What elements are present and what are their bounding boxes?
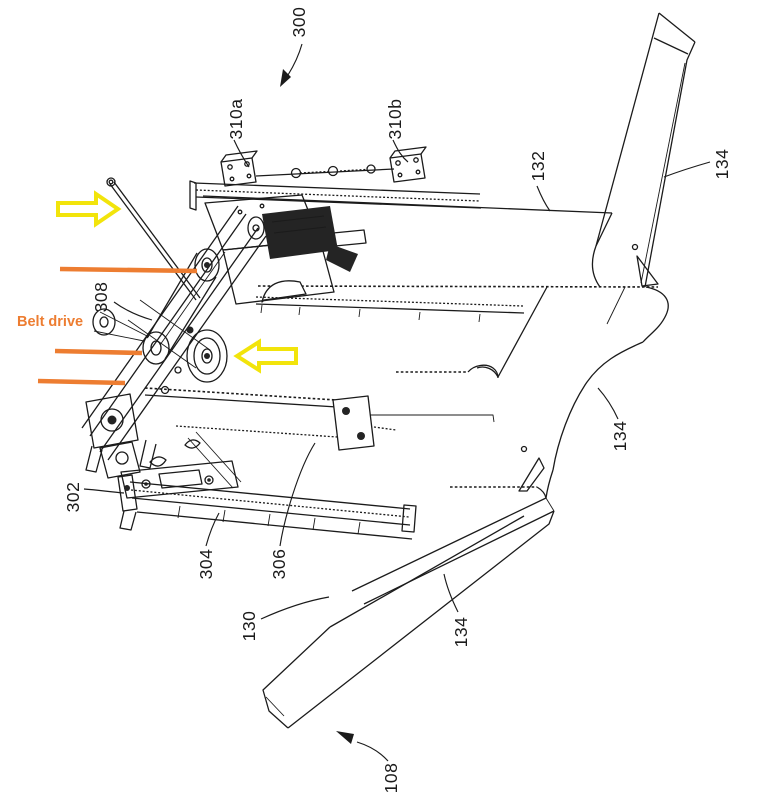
highlight-line-upper	[59, 266, 198, 274]
leader-132	[536, 185, 551, 212]
color-annotations: Belt drive	[17, 190, 298, 386]
leader-302	[83, 488, 125, 494]
leader-310a	[233, 139, 250, 168]
leader-lines	[83, 43, 711, 762]
ref-label-306: 306	[269, 549, 289, 580]
leader-310b	[392, 139, 409, 163]
ref-label-304: 304	[196, 549, 216, 580]
leader-134-top	[663, 161, 711, 178]
airframe-line-art	[202, 12, 696, 729]
ref-label-134-mid: 134	[610, 421, 630, 452]
leader-130	[260, 596, 330, 620]
ref-label-302: 302	[63, 482, 83, 513]
ref-label-310a: 310a	[226, 99, 246, 140]
belt-drive-label: Belt drive	[17, 314, 83, 330]
ref-label-308: 308	[91, 282, 111, 313]
arrowhead-300	[280, 69, 291, 87]
leader-134-mid	[597, 387, 619, 420]
reference-labels: 300 310a 310b 132 134 308 302 304 306 13…	[63, 7, 732, 794]
ref-label-310b: 310b	[385, 99, 405, 140]
yellow-left-arrow-icon	[233, 338, 298, 374]
ref-label-108: 108	[381, 763, 401, 794]
leader-306	[279, 442, 316, 547]
highlight-line-lower	[37, 378, 126, 386]
ref-label-300: 300	[289, 7, 309, 38]
ref-label-130: 130	[239, 611, 259, 642]
leader-134-bot	[443, 573, 459, 613]
leader-304	[205, 512, 220, 547]
leader-300	[287, 43, 303, 76]
arrowhead-108	[336, 731, 354, 744]
ref-label-134-bot: 134	[451, 617, 471, 648]
ref-label-132: 132	[528, 151, 548, 182]
leader-308	[113, 301, 153, 321]
yellow-right-arrow-icon	[56, 190, 122, 228]
leader-108	[356, 741, 389, 762]
ref-label-134-top: 134	[712, 149, 732, 180]
assembly-system-line-art	[81, 146, 525, 540]
highlight-line-middle	[54, 348, 143, 356]
